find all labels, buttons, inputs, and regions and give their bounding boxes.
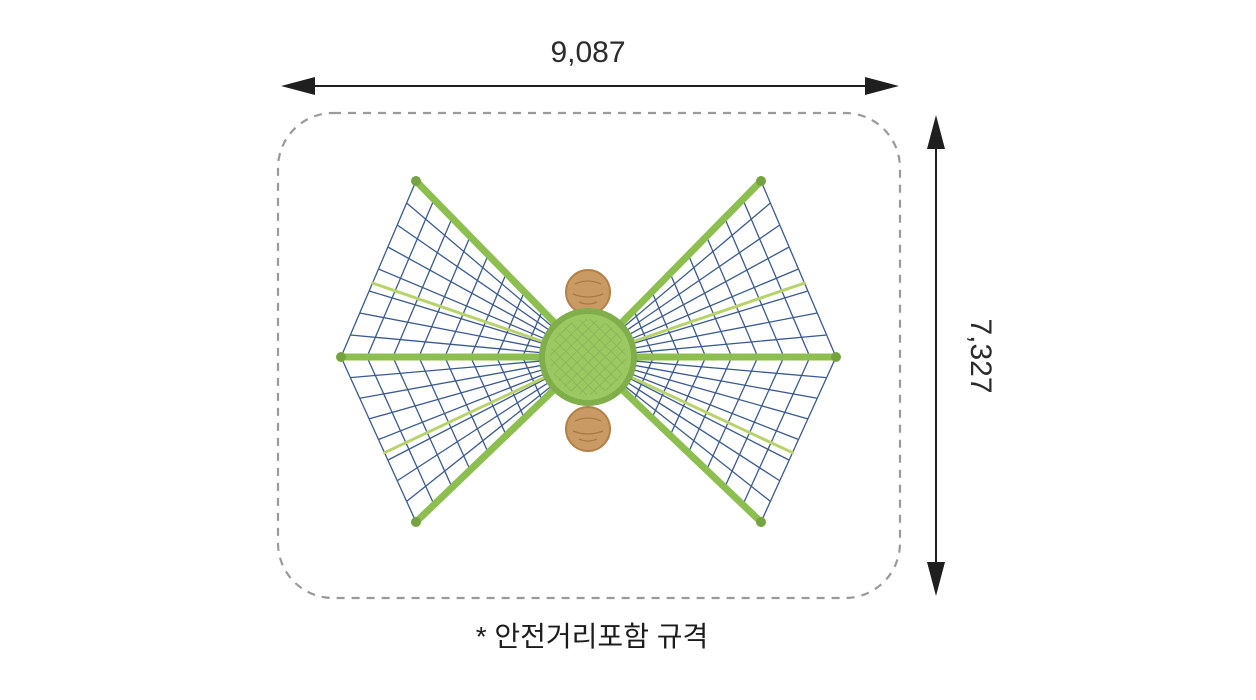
width-dimension-label: 9,087 (550, 36, 625, 69)
pole-cap (756, 517, 766, 527)
arrow-left-icon (281, 77, 315, 95)
wood-post-top (565, 269, 611, 315)
pole-cap (411, 517, 421, 527)
arrow-down-icon (927, 562, 945, 596)
pole-cap (756, 176, 766, 186)
height-dimension-label: 7,327 (964, 318, 997, 393)
center-platform (539, 308, 637, 406)
safety-boundary-outline (276, 111, 902, 600)
arrow-right-icon (865, 77, 899, 95)
wood-post-bottom (565, 406, 611, 452)
arrow-up-icon (927, 115, 945, 149)
height-dimension: 7,327 (927, 115, 997, 596)
pole-cap (831, 352, 841, 362)
safety-note-caption: * 안전거리포함 규격 (476, 621, 709, 652)
pole-cap (411, 176, 421, 186)
pole-cap (336, 352, 346, 362)
width-dimension: 9,087 (281, 36, 899, 95)
